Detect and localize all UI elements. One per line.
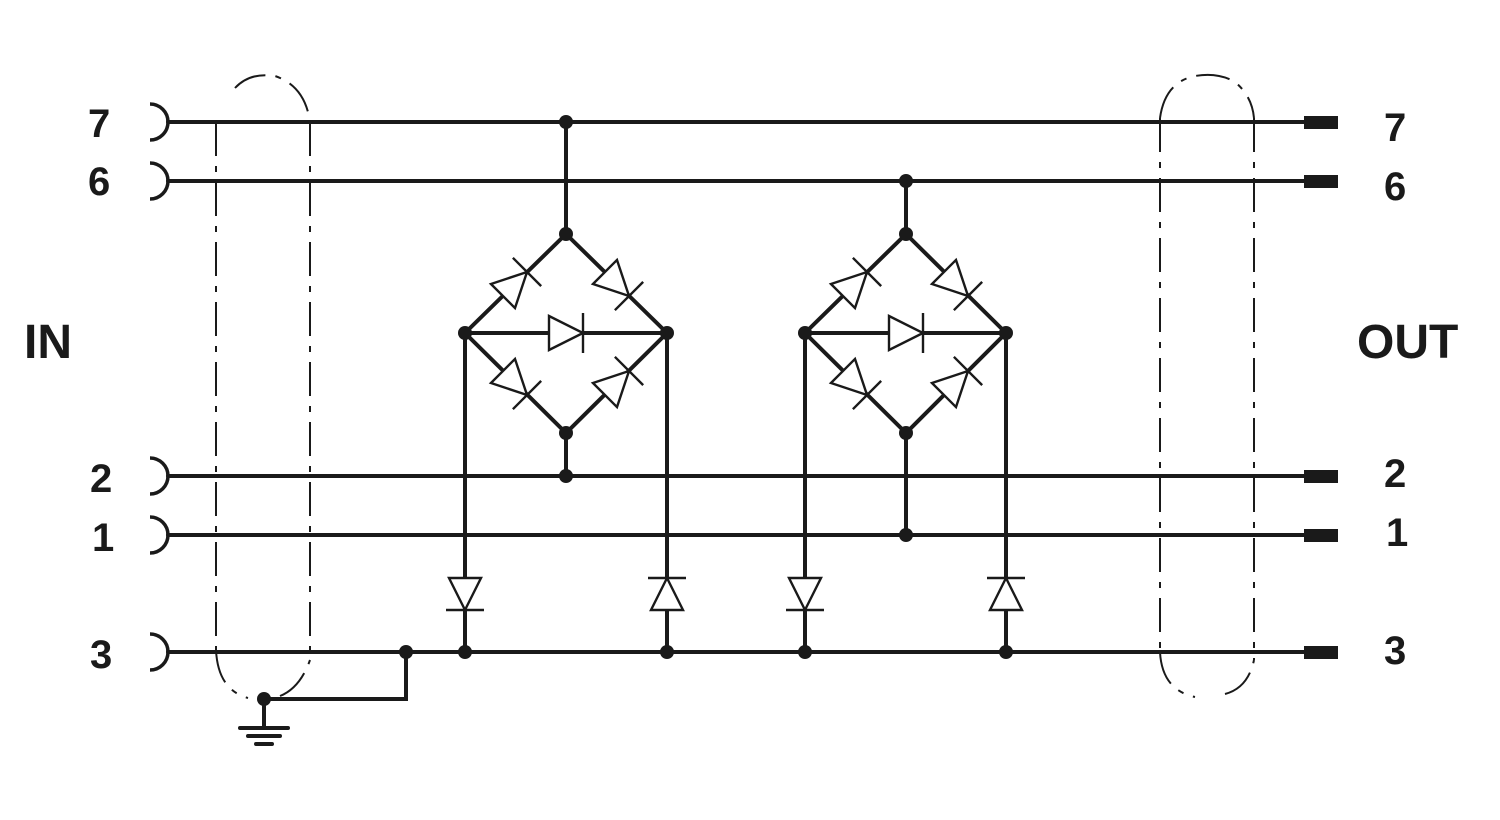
junction-dot <box>559 227 573 241</box>
plug-pin-icon <box>1304 116 1338 129</box>
output-connectors <box>1304 116 1338 659</box>
junction-dot <box>559 426 573 440</box>
in-pin-3-label: 3 <box>90 633 112 677</box>
junction-dot <box>399 645 413 659</box>
plug-pin-icon <box>1304 646 1338 659</box>
socket-icon <box>149 632 170 672</box>
socket-icon <box>149 456 170 496</box>
plug-pin-icon <box>1304 175 1338 188</box>
socket-icon <box>149 161 170 201</box>
in-pin-7-label: 7 <box>88 102 110 146</box>
input-side-label: IN <box>24 316 72 369</box>
junction-dot <box>999 326 1013 340</box>
socket-icon <box>149 102 170 142</box>
diode-icon <box>446 576 484 613</box>
out-pin-2-label: 2 <box>1384 452 1406 496</box>
out-pin-6-label: 6 <box>1384 165 1406 209</box>
out-pin-1-label: 1 <box>1386 511 1408 555</box>
junction-dot <box>559 115 573 129</box>
signal-lines <box>166 120 1312 654</box>
cable-shield-output <box>1159 73 1255 698</box>
out-pin-3-label: 3 <box>1384 629 1406 673</box>
plug-pin-icon <box>1304 470 1338 483</box>
in-pin-2-label: 2 <box>90 457 112 501</box>
junction-dot <box>798 645 812 659</box>
junction-dot <box>559 469 573 483</box>
socket-icon <box>149 515 170 555</box>
output-side-label: OUT <box>1357 316 1458 369</box>
junction-dot <box>458 326 472 340</box>
cable-shield-input <box>215 74 311 699</box>
diode-icon <box>786 576 824 613</box>
plug-pin-icon <box>1304 529 1338 542</box>
junction-dot <box>660 326 674 340</box>
diode-icon <box>929 257 984 312</box>
diode-icon <box>648 575 686 612</box>
diode-icon <box>488 256 543 311</box>
diode-icon <box>547 313 586 353</box>
diode-icon <box>828 256 883 311</box>
diode-icon <box>929 355 984 410</box>
diodes <box>446 256 1025 613</box>
diode-icon <box>488 356 543 411</box>
junction-dot <box>899 227 913 241</box>
junction-dot <box>999 645 1013 659</box>
junction-dot <box>899 528 913 542</box>
in-pin-1-label: 1 <box>92 516 114 560</box>
junction-dot <box>458 645 472 659</box>
junction-dots <box>257 115 1013 706</box>
junction-dot <box>899 426 913 440</box>
diode-icon <box>828 356 883 411</box>
diode-icon <box>590 355 645 410</box>
junction-dot <box>660 645 674 659</box>
junction-dot <box>798 326 812 340</box>
out-pin-7-label: 7 <box>1384 106 1406 150</box>
diode-icon <box>887 313 926 353</box>
junction-dot <box>899 174 913 188</box>
bridge-1 <box>462 120 670 654</box>
bridge-2 <box>802 179 1009 654</box>
diode-icon <box>590 257 645 312</box>
in-pin-6-label: 6 <box>88 160 110 204</box>
junction-dot <box>257 692 271 706</box>
input-connectors <box>149 102 170 672</box>
diode-icon <box>987 575 1025 612</box>
